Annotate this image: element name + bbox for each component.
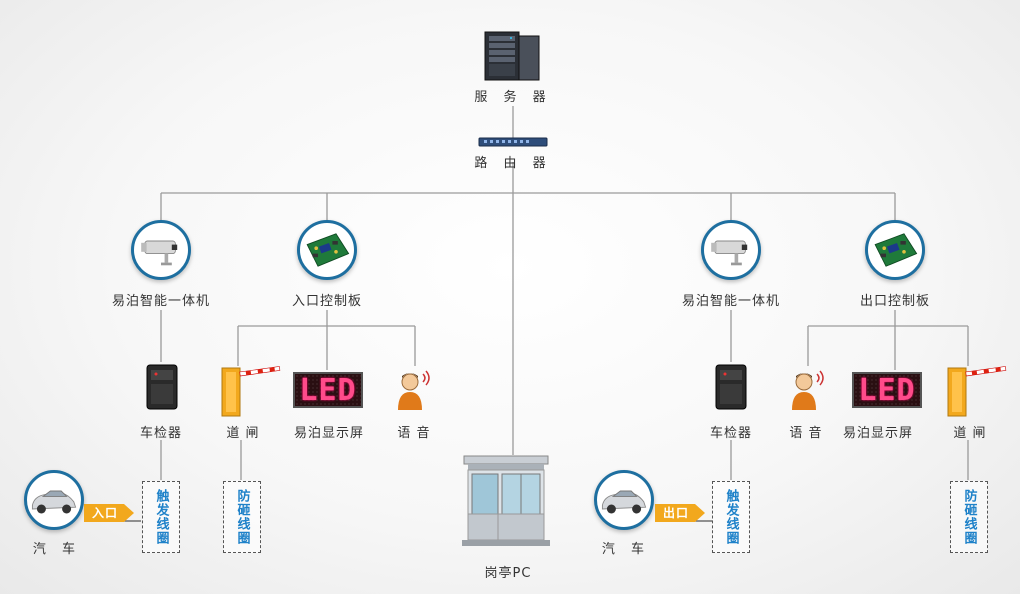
left-board-label: 入口控制板 bbox=[291, 294, 363, 309]
control-board-icon bbox=[874, 233, 918, 267]
left-led-label: 易泊显示屏 bbox=[293, 426, 365, 441]
barrier-gate-icon bbox=[221, 366, 281, 417]
booth-icon bbox=[462, 455, 550, 546]
car-icon bbox=[601, 490, 647, 514]
right-led-display: LED bbox=[852, 372, 922, 408]
left-car-label: 汽 车 bbox=[32, 542, 82, 557]
vehicle-detector-icon bbox=[715, 364, 747, 410]
booth-label: 岗亭PC bbox=[484, 566, 532, 581]
left-direction-label: 入口 bbox=[92, 506, 119, 520]
router-label: 路 由 器 bbox=[474, 156, 552, 171]
voice-speaker-icon bbox=[792, 370, 824, 410]
right-camera-node bbox=[701, 220, 761, 280]
left-guard-coil: 防砸线圈 bbox=[223, 481, 261, 553]
camera-icon bbox=[711, 240, 748, 266]
car-icon bbox=[31, 490, 77, 514]
right-detector-label: 车检器 bbox=[709, 426, 753, 441]
right-voice-label: 语 音 bbox=[789, 426, 823, 441]
left-car-node bbox=[24, 470, 84, 530]
voice-speaker-icon bbox=[398, 370, 430, 410]
right-guard-coil: 防砸线圈 bbox=[950, 481, 988, 553]
vehicle-detector-icon bbox=[146, 364, 178, 410]
camera-icon bbox=[141, 240, 178, 266]
right-trigger-coil: 触发线圈 bbox=[712, 481, 750, 553]
left-trigger-coil: 触发线圈 bbox=[142, 481, 180, 553]
direction-arrow-icon bbox=[84, 504, 134, 522]
server-icon bbox=[484, 31, 540, 81]
left-detector-label: 车检器 bbox=[139, 426, 183, 441]
server-label: 服 务 器 bbox=[474, 90, 552, 105]
right-car-node bbox=[594, 470, 654, 530]
left-camera-node bbox=[131, 220, 191, 280]
left-gate-label: 道 闸 bbox=[226, 426, 260, 441]
router-icon bbox=[478, 137, 548, 147]
right-board-node bbox=[865, 220, 925, 280]
right-car-label: 汽 车 bbox=[601, 542, 651, 557]
right-led-label: 易泊显示屏 bbox=[842, 426, 914, 441]
right-direction-label: 出口 bbox=[663, 506, 690, 520]
left-voice-label: 语 音 bbox=[397, 426, 431, 441]
right-board-label: 出口控制板 bbox=[859, 294, 931, 309]
control-board-icon bbox=[306, 233, 350, 267]
left-board-node bbox=[297, 220, 357, 280]
left-camera-label: 易泊智能一体机 bbox=[111, 294, 211, 309]
left-led-display: LED bbox=[293, 372, 363, 408]
right-gate-label: 道 闸 bbox=[953, 426, 987, 441]
direction-arrow-icon bbox=[655, 504, 705, 522]
right-camera-label: 易泊智能一体机 bbox=[681, 294, 781, 309]
barrier-gate-icon bbox=[947, 366, 1007, 417]
